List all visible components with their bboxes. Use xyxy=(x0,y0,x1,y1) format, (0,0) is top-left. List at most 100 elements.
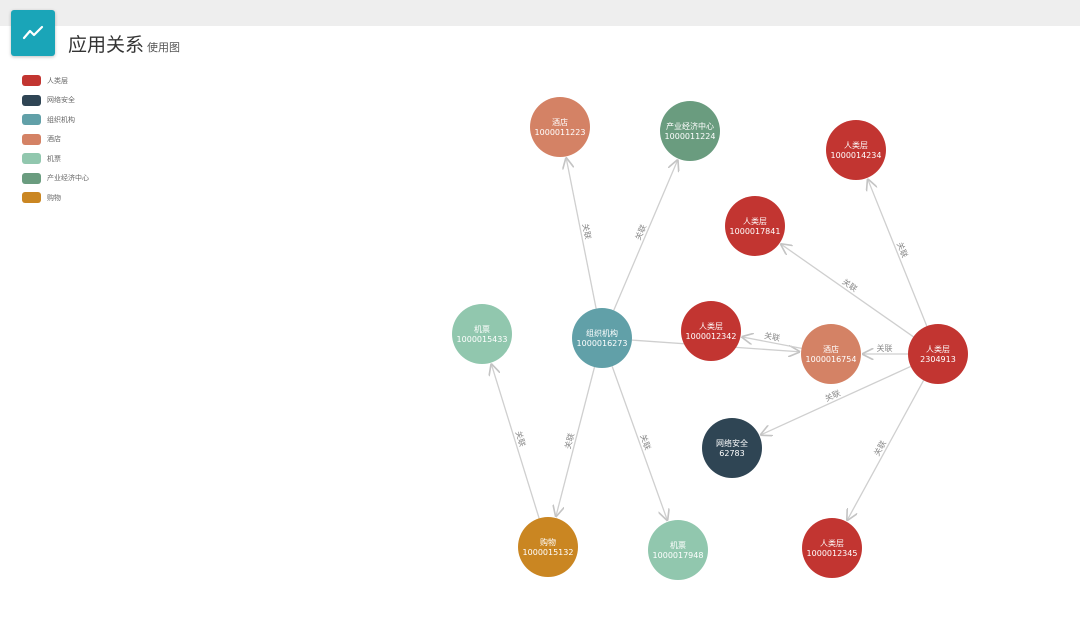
edge-line xyxy=(613,160,678,311)
edge-label: 关联 xyxy=(877,343,893,353)
legend-swatch xyxy=(22,172,41,184)
legend-label: 组织机构 xyxy=(47,115,75,124)
node-id: 1000011224 xyxy=(665,132,716,141)
legend-item[interactable]: 产业经济中心 xyxy=(22,169,89,189)
edge-label: 关联 xyxy=(763,330,781,343)
node-label: 人类层 xyxy=(926,344,950,354)
node-label: 人类层 xyxy=(743,216,767,226)
page-title: 应用关系 使用图 xyxy=(68,30,180,57)
node-circle[interactable] xyxy=(452,304,512,364)
node-label: 酒店 xyxy=(823,344,839,354)
edge-label: 关联 xyxy=(580,223,593,241)
node-label: 产业经济中心 xyxy=(666,121,714,131)
node-id: 62783 xyxy=(719,449,744,458)
edge-line xyxy=(742,337,802,349)
node-circle[interactable] xyxy=(826,120,886,180)
node-id: 1000011223 xyxy=(535,128,586,137)
node-circle[interactable] xyxy=(802,518,862,578)
node-circle[interactable] xyxy=(908,324,968,384)
edge-line xyxy=(781,244,914,338)
legend-label: 购物 xyxy=(47,193,61,202)
line-chart-icon xyxy=(11,10,55,56)
node-label: 人类层 xyxy=(699,321,723,331)
legend: 人类层网络安全组织机构酒店机票产业经济中心购物 xyxy=(22,71,89,208)
edge-label: 关联 xyxy=(895,240,910,259)
edge-line xyxy=(556,366,596,516)
edge-label: 关联 xyxy=(823,388,842,404)
legend-swatch xyxy=(22,192,41,204)
node-id: 1000015433 xyxy=(457,335,508,344)
edge-label: 关联 xyxy=(514,430,528,448)
legend-label: 网络安全 xyxy=(47,96,75,105)
node-id: 1000014234 xyxy=(831,151,882,160)
node-id: 1000017841 xyxy=(730,227,781,236)
node-label: 购物 xyxy=(540,537,556,547)
edge-label: 关联 xyxy=(872,439,888,458)
legend-label: 酒店 xyxy=(47,135,61,144)
node-circle[interactable] xyxy=(518,517,578,577)
legend-item[interactable]: 机票 xyxy=(22,149,89,169)
edge-line xyxy=(868,180,928,327)
legend-swatch xyxy=(22,153,41,165)
legend-item[interactable]: 组织机构 xyxy=(22,110,89,130)
legend-label: 人类层 xyxy=(47,76,68,85)
top-bar xyxy=(0,0,1080,26)
edge-line xyxy=(847,380,925,520)
edge-label: 关联 xyxy=(638,433,653,451)
page-subtitle: 使用图 xyxy=(147,41,181,54)
edge-line xyxy=(566,158,597,309)
node-circle[interactable] xyxy=(572,308,632,368)
node-id: 1000016273 xyxy=(577,339,628,348)
edge-label: 关联 xyxy=(562,432,576,450)
node-id: 1000012345 xyxy=(807,549,858,558)
node-circle[interactable] xyxy=(660,101,720,161)
node-label: 酒店 xyxy=(552,117,568,127)
legend-label: 产业经济中心 xyxy=(47,174,89,183)
node-id: 1000012342 xyxy=(686,332,737,341)
node-label: 网络安全 xyxy=(716,438,748,448)
legend-item[interactable]: 人类层 xyxy=(22,71,89,91)
legend-item[interactable]: 网络安全 xyxy=(22,91,89,111)
node-label: 人类层 xyxy=(820,538,844,548)
node-circle[interactable] xyxy=(801,324,861,384)
page-title-text: 应用关系 xyxy=(68,34,145,56)
node-circle[interactable] xyxy=(648,520,708,580)
node-circle[interactable] xyxy=(702,418,762,478)
edge-label: 关联 xyxy=(633,223,648,242)
node-label: 机票 xyxy=(474,324,490,334)
node-id: 2304913 xyxy=(920,355,956,364)
node-circle[interactable] xyxy=(681,301,741,361)
node-id: 1000017948 xyxy=(653,551,704,560)
edge-label: 关联 xyxy=(841,276,860,293)
legend-swatch xyxy=(22,133,41,145)
legend-item[interactable]: 酒店 xyxy=(22,130,89,150)
node-label: 机票 xyxy=(670,540,686,550)
edge-line xyxy=(761,365,911,434)
legend-swatch xyxy=(22,94,41,106)
node-id: 1000015132 xyxy=(523,548,574,557)
node-label: 组织机构 xyxy=(586,328,618,338)
legend-label: 机票 xyxy=(47,154,61,163)
legend-item[interactable]: 购物 xyxy=(22,188,89,208)
legend-swatch xyxy=(22,114,41,126)
edge-line xyxy=(491,365,540,519)
legend-swatch xyxy=(22,75,41,87)
node-label: 人类层 xyxy=(844,140,868,150)
node-circle[interactable] xyxy=(530,97,590,157)
node-circle[interactable] xyxy=(725,196,785,256)
edge-line xyxy=(611,366,667,520)
node-id: 1000016754 xyxy=(806,355,857,364)
